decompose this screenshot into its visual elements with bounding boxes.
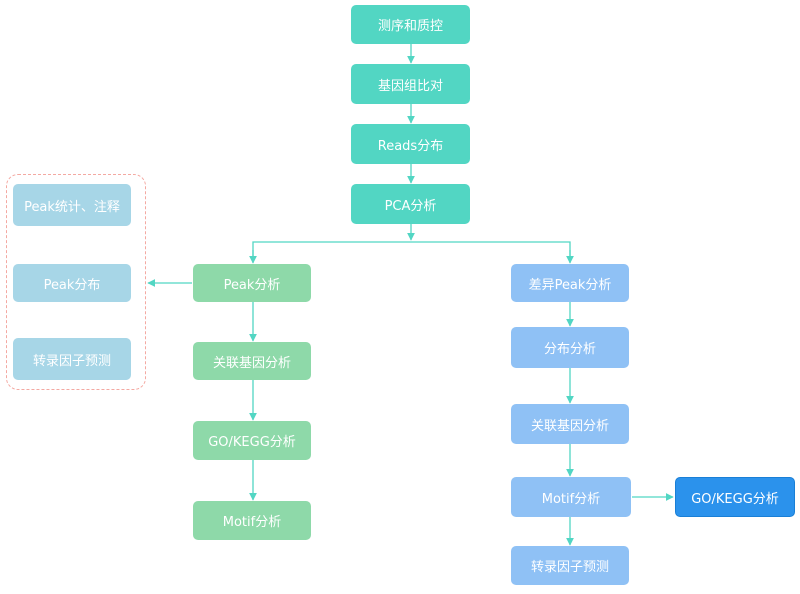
split-connector (252, 241, 571, 262)
node-reads-distribution: Reads分布 (351, 124, 470, 164)
node-distribution-analysis: 分布分析 (511, 327, 629, 368)
node-go-kegg-left: GO/KEGG分析 (193, 421, 311, 460)
node-peak-analysis: Peak分析 (193, 264, 311, 302)
node-motif-left: Motif分析 (193, 501, 311, 540)
node-motif-right: Motif分析 (511, 477, 631, 517)
node-pca-analysis: PCA分析 (351, 184, 470, 224)
node-genome-alignment: 基因组比对 (351, 64, 470, 104)
node-diff-peak-analysis: 差异Peak分析 (511, 264, 629, 302)
node-tf-prediction-right: 转录因子预测 (511, 546, 629, 585)
node-tf-prediction-left: 转录因子预测 (13, 338, 131, 380)
node-related-genes-left: 关联基因分析 (193, 342, 311, 380)
node-sequencing-qc: 测序和质控 (351, 5, 470, 44)
peak-details-group (6, 174, 146, 390)
node-go-kegg-right: GO/KEGG分析 (675, 477, 795, 517)
node-peak-stats-annotation: Peak统计、注释 (13, 184, 131, 226)
node-related-genes-right: 关联基因分析 (511, 404, 629, 444)
node-peak-distribution: Peak分布 (13, 264, 131, 302)
